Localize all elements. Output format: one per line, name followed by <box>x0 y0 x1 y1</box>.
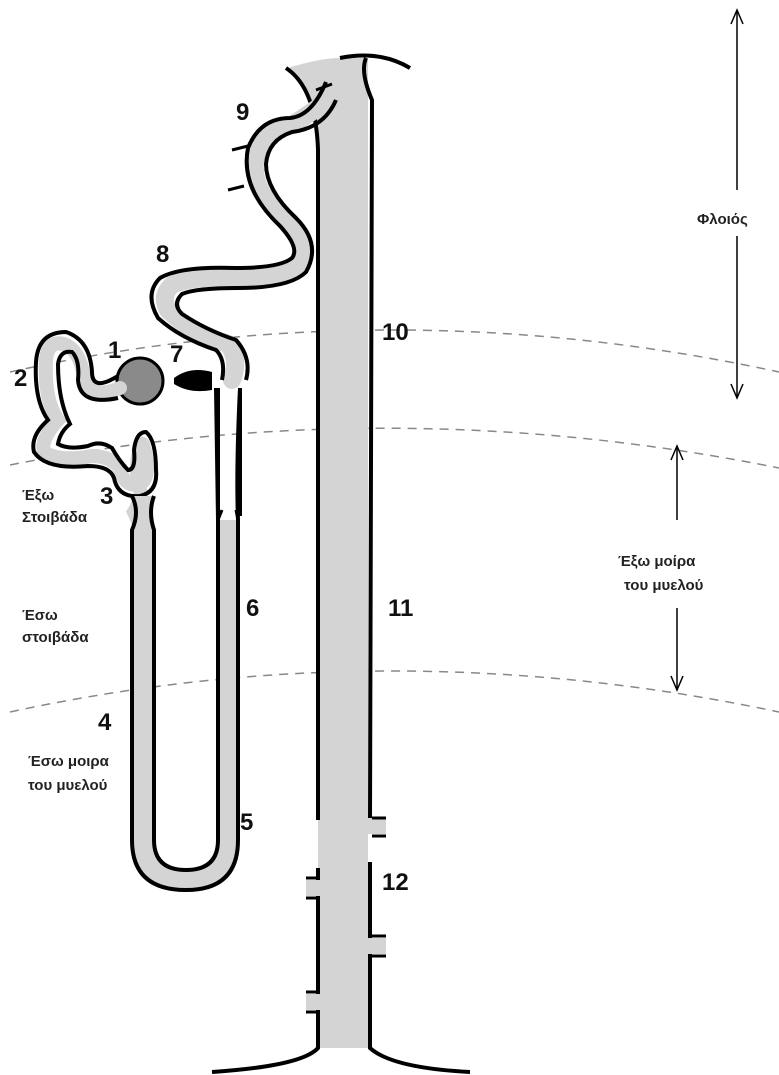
zone-inner-stripe-line1: Έσω <box>22 607 58 624</box>
label-1: 1 <box>108 337 121 364</box>
label-4: 4 <box>98 709 112 736</box>
zone-inner-stripe-line2: στοιβάδα <box>22 629 89 646</box>
label-7: 7 <box>170 341 183 368</box>
label-8: 8 <box>156 241 169 268</box>
region-outer-medulla-line2: του μυελού <box>624 577 704 594</box>
zone-inner-medulla-line2: του μυελού <box>28 777 108 794</box>
collecting-duct-fill <box>288 58 368 1048</box>
label-6: 6 <box>246 595 259 622</box>
zone-inner-medulla-line1: Έσω μοιρα <box>28 753 110 770</box>
label-9: 9 <box>236 99 249 126</box>
inner-medulla-boundary <box>10 671 779 712</box>
distal-tubule-outer <box>165 92 330 380</box>
label-5: 5 <box>240 809 253 836</box>
zone-outer-stripe-line1: Έξω <box>22 487 54 504</box>
label-12: 12 <box>382 869 409 896</box>
label-10: 10 <box>382 319 409 346</box>
region-outer-medulla-line1: Έξω μοίρα <box>618 553 696 570</box>
cortex-medulla-boundary <box>10 428 779 468</box>
region-cortex: Φλοιός <box>697 211 748 228</box>
label-11: 11 <box>388 595 413 622</box>
collecting-duct-left-wall <box>286 68 318 820</box>
duct-branch-4 <box>306 994 334 1010</box>
region-labels: Φλοιός Έξω μοίρα του μυελού <box>618 211 748 594</box>
glomerulus <box>117 358 163 404</box>
macula-densa <box>174 370 212 391</box>
label-3: 3 <box>100 483 113 510</box>
duct-branch-3 <box>358 938 386 954</box>
collecting-duct <box>212 56 470 1072</box>
loop-inner-wall <box>151 388 218 870</box>
collecting-duct-left-wall-lower <box>212 868 318 1072</box>
thin-to-thick-junction <box>218 510 238 520</box>
zone-labels: Έξω Στοιβάδα Έσω στοιβάδα Έσω μοιρα του … <box>22 487 110 794</box>
renal-corpuscle <box>117 358 212 404</box>
label-2: 2 <box>14 365 27 392</box>
duct-branch-2 <box>358 818 386 834</box>
zone-outer-stripe-line2: Στοιβάδα <box>22 509 88 526</box>
distal-tubule <box>145 82 336 380</box>
duct-branch-1 <box>306 880 334 896</box>
